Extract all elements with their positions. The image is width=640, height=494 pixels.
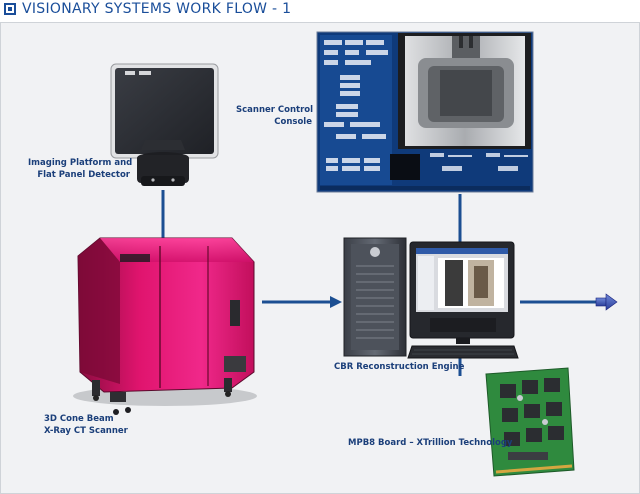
title-square-icon bbox=[4, 3, 16, 15]
flat-panel-detector-illustration bbox=[110, 63, 219, 186]
title-bar: VISIONARY SYSTEMS WORK FLOW - 1 bbox=[0, 0, 640, 22]
label-ct-scanner-line1: 3D Cone Beam bbox=[44, 414, 114, 424]
ct-scanner-illustration bbox=[73, 237, 257, 415]
reconstruction-engine-illustration bbox=[343, 237, 519, 359]
label-scanner-console-line1: Scanner Control bbox=[236, 105, 314, 115]
page-title: VISIONARY SYSTEMS WORK FLOW - 1 bbox=[22, 1, 292, 17]
label-imaging-platform-line2: Flat Panel Detector bbox=[37, 170, 130, 180]
label-scanner-console-line2: Console bbox=[274, 117, 312, 127]
connectors bbox=[161, 190, 618, 376]
arrowhead-to-engine-icon bbox=[330, 296, 342, 308]
label-cbr-engine: CBR Reconstruction Engine bbox=[334, 362, 465, 372]
label-mpb8-board: MPB8 Board – XTrillion Technology bbox=[348, 438, 513, 448]
output-arrow-icon bbox=[595, 293, 618, 311]
scanner-control-console-illustration bbox=[316, 31, 534, 193]
mpb8-board-illustration bbox=[485, 367, 575, 477]
label-imaging-platform-line1: Imaging Platform and bbox=[28, 158, 133, 168]
label-ct-scanner-line2: X-Ray CT Scanner bbox=[44, 426, 128, 436]
